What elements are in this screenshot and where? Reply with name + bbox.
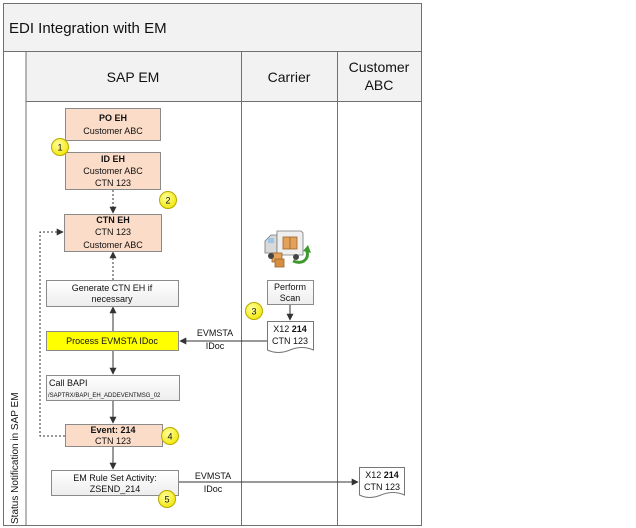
lane-carrier: Carrier	[268, 69, 311, 85]
process-evmsta-box: Process EVMSTA IDoc	[46, 331, 179, 351]
event-ctn: CTN 123	[95, 436, 131, 446]
lane-sap-em: SAP EM	[107, 69, 160, 85]
lane-customer-line1: Customer	[349, 59, 410, 75]
step-badge-3: 3	[245, 302, 263, 320]
lane-header-row	[25, 51, 422, 102]
evmsta-label-2-line2: IDoc	[204, 484, 223, 494]
diagram-title: EDI Integration with EM	[9, 20, 167, 37]
ruleset-line2: ZSEND_214	[90, 484, 141, 494]
event-214-box: Event: 214 CTN 123	[65, 424, 163, 447]
pool-label: Status Notification in SAP EM	[10, 392, 21, 524]
call-bapi-box: Call BAPI /SAPTRX/BAPI_EH_ADDEVENTMSG_02	[46, 375, 180, 401]
svg-text:X12 214: X12 214	[273, 324, 307, 334]
perform-scan-line1: Perform	[274, 282, 306, 292]
customer-doc-ctn: CTN 123	[364, 482, 400, 492]
step-badge-5: 5	[158, 490, 176, 508]
carrier-doc-ctn: CTN 123	[272, 336, 308, 346]
evmsta-label-1-line1: EVMSTA	[197, 328, 233, 338]
ctn-eh-ctn: CTN 123	[95, 227, 131, 237]
po-eh-box: PO EH Customer ABC	[65, 108, 161, 141]
ctn-eh-customer: Customer ABC	[83, 240, 143, 250]
customer-doc-prefix: X12	[365, 470, 384, 480]
step-badge-4-label: 4	[167, 432, 172, 442]
ruleset-line1: EM Rule Set Activity:	[73, 473, 157, 483]
generate-ctn-box: Generate CTN EH if necessary	[46, 280, 179, 307]
bapi-line1: Call BAPI	[49, 378, 88, 388]
step-badge-3-label: 3	[251, 307, 256, 317]
ruleset-activity-box: EM Rule Set Activity: ZSEND_214	[51, 470, 179, 496]
generate-line2: necessary	[91, 294, 133, 304]
id-eh-title: ID EH	[101, 154, 125, 164]
step-badge-1: 1	[51, 138, 69, 156]
bapi-line2: /SAPTRX/BAPI_EH_ADDEVENTMSG_02	[48, 393, 161, 399]
id-eh-customer: Customer ABC	[83, 166, 143, 176]
carrier-doc-number: 214	[292, 324, 307, 334]
po-eh-customer: Customer ABC	[83, 126, 143, 136]
generate-line1: Generate CTN EH if	[72, 283, 153, 293]
id-eh-ctn: CTN 123	[95, 178, 131, 188]
evmsta-label-1-line2: IDoc	[206, 341, 225, 351]
perform-scan-box: Perform Scan	[267, 280, 314, 305]
delivery-truck-icon	[264, 230, 311, 268]
ctn-eh-box: CTN EH CTN 123 Customer ABC	[64, 214, 162, 252]
step-badge-1-label: 1	[57, 143, 62, 153]
step-badge-2: 2	[159, 191, 177, 209]
step-badge-2-label: 2	[165, 196, 170, 206]
step-badge-4: 4	[161, 427, 179, 445]
event-title: Event: 214	[90, 425, 135, 435]
title-bar	[3, 3, 422, 52]
carrier-doc-prefix: X12	[273, 324, 292, 334]
process-label: Process EVMSTA IDoc	[66, 336, 158, 346]
carrier-x12-document: X12 214 CTN 123	[267, 321, 314, 353]
connector-event-loop-to-ctn	[39, 228, 65, 437]
customer-x12-document: X12 214 CTN 123	[359, 467, 405, 498]
svg-text:X12 214: X12 214	[365, 470, 399, 480]
evmsta-label-2-line1: EVMSTA	[195, 471, 231, 481]
lane-customer-line2: ABC	[365, 77, 394, 93]
perform-scan-line2: Scan	[280, 293, 301, 303]
id-eh-box: ID EH Customer ABC CTN 123	[65, 152, 161, 190]
customer-doc-number: 214	[384, 470, 399, 480]
step-badge-5-label: 5	[164, 495, 169, 505]
po-eh-title: PO EH	[99, 113, 127, 123]
ctn-eh-title: CTN EH	[96, 215, 130, 225]
